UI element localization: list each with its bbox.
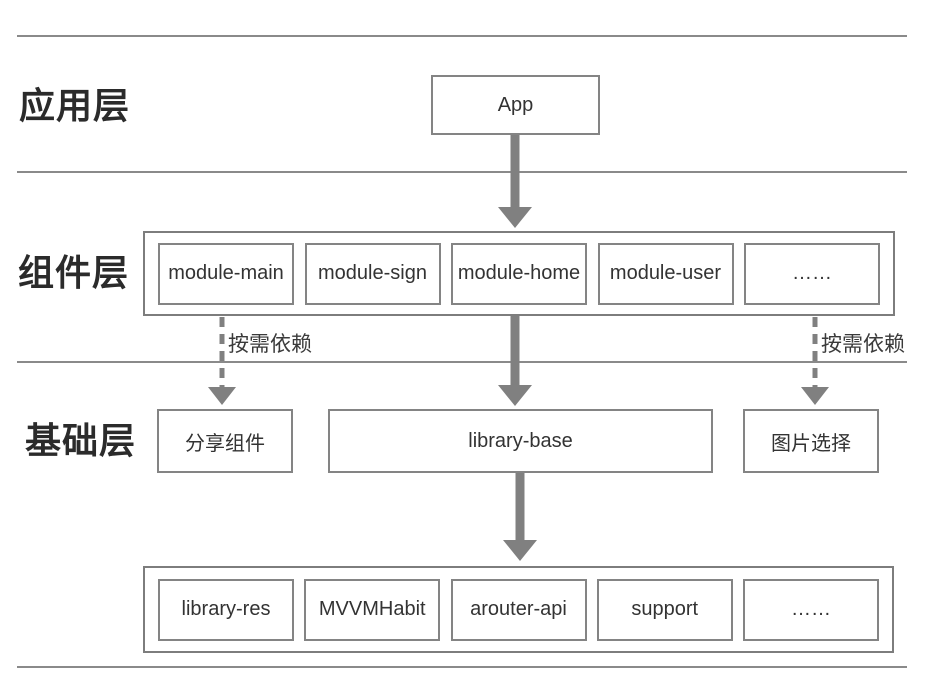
component-layer-group: module-main module-sign module-home modu… bbox=[143, 231, 895, 316]
layer-label-component: 组件层 bbox=[18, 252, 130, 293]
node-module-ellipsis: …… bbox=[744, 242, 880, 305]
node-share-component: 分享组件 bbox=[157, 409, 293, 473]
node-module-user: module-user bbox=[597, 242, 734, 305]
arrow-library-base-to-libraries bbox=[503, 473, 537, 561]
node-library-ellipsis: …… bbox=[743, 578, 879, 641]
node-mvvmhabit: MVVMHabit bbox=[304, 578, 441, 641]
separator-line-top bbox=[17, 35, 907, 37]
node-support: support bbox=[596, 578, 733, 641]
node-module-home: module-home bbox=[451, 242, 587, 305]
separator-line-component-base bbox=[17, 361, 907, 363]
edge-label-on-demand-right: 按需依赖 bbox=[821, 333, 905, 356]
node-module-main: module-main bbox=[158, 242, 294, 305]
node-app: App bbox=[431, 75, 600, 135]
separator-line-application-component bbox=[17, 171, 907, 173]
arrow-app-to-components bbox=[498, 135, 532, 228]
node-image-picker: 图片选择 bbox=[743, 409, 879, 473]
layer-label-base: 基础层 bbox=[25, 420, 137, 461]
node-library-res: library-res bbox=[158, 578, 294, 641]
edge-label-on-demand-left: 按需依赖 bbox=[228, 333, 312, 356]
node-library-base: library-base bbox=[328, 409, 713, 473]
layer-label-application: 应用层 bbox=[19, 85, 131, 126]
base-libraries-group: library-res MVVMHabit arouter-api suppor… bbox=[143, 566, 894, 653]
node-module-sign: module-sign bbox=[304, 242, 441, 305]
separator-line-bottom bbox=[17, 666, 907, 668]
node-arouter-api: arouter-api bbox=[450, 578, 587, 641]
